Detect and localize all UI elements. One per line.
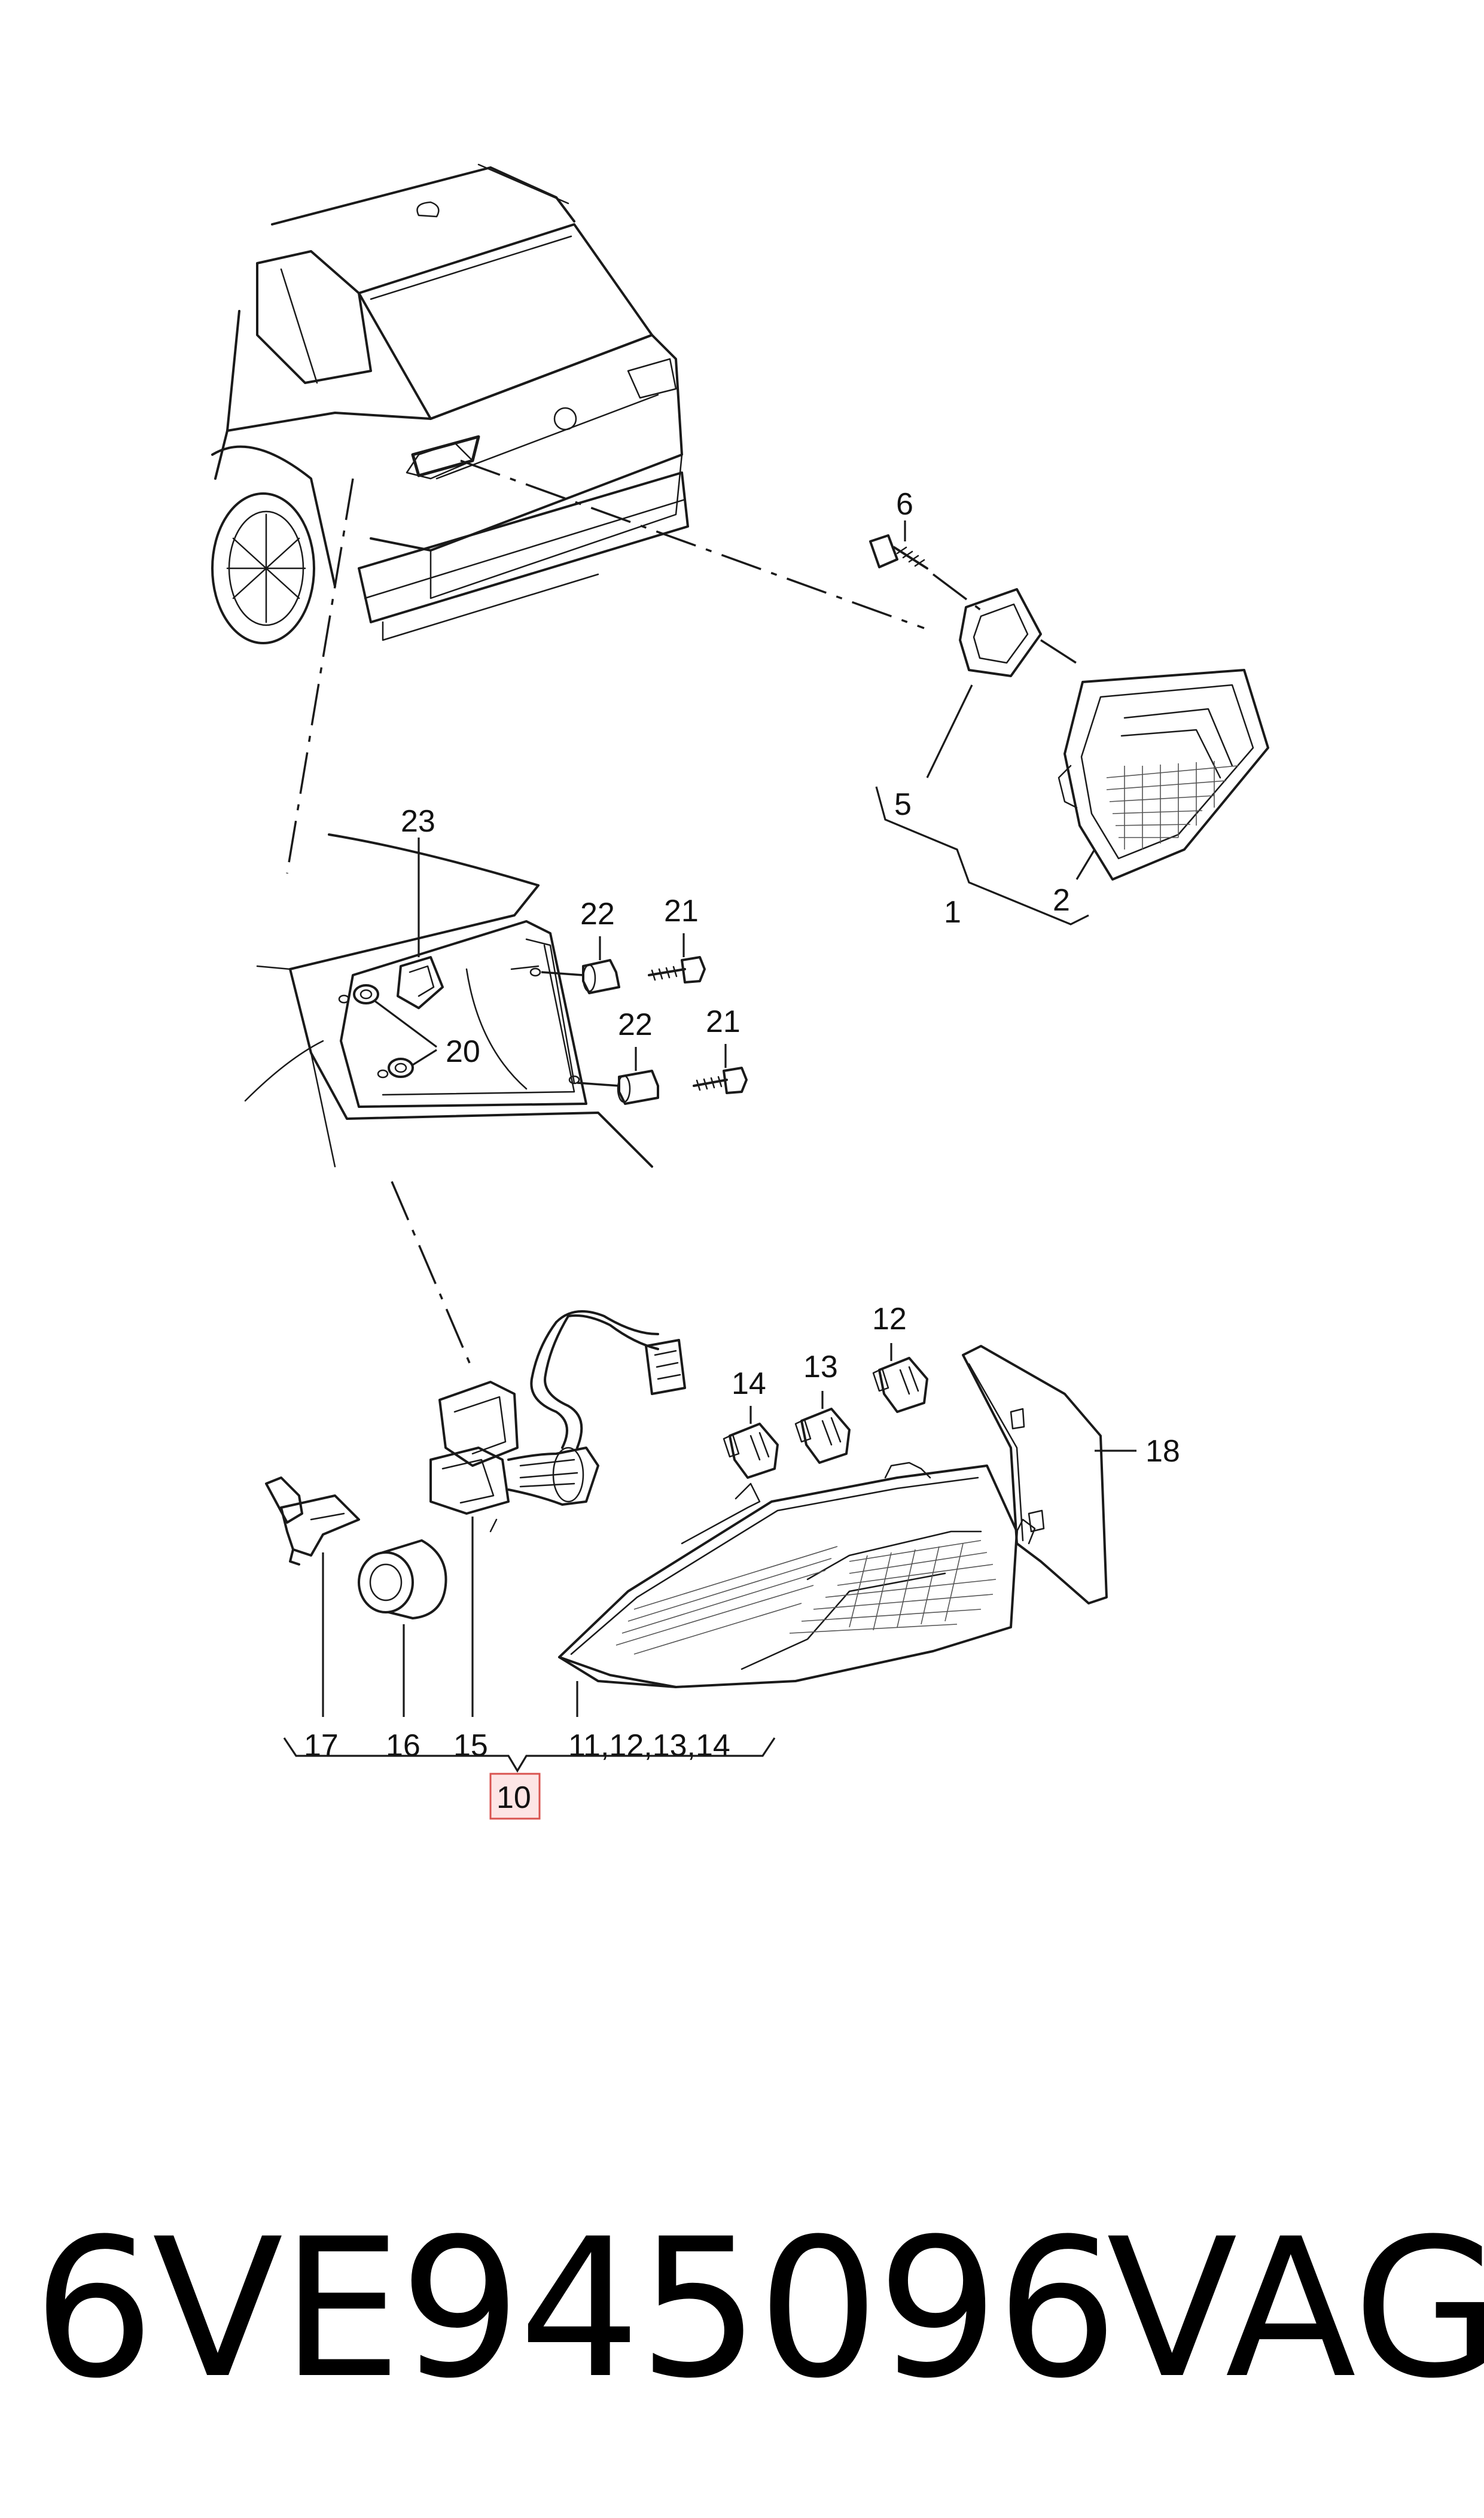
- bracket-1: [875, 786, 1089, 925]
- callout-17: 17: [304, 1728, 339, 1763]
- callout-12: 12: [872, 1302, 907, 1336]
- callout-1: 1: [944, 895, 961, 930]
- callout-21-upper: 21: [664, 894, 699, 928]
- callout-5: 5: [894, 787, 912, 822]
- callout-18: 18: [1145, 1434, 1180, 1469]
- callout-21-lower: 21: [706, 1004, 741, 1039]
- part-2-inner-tail-light: 2: [1053, 669, 1269, 918]
- part-20-nuts: 20: [353, 984, 480, 1078]
- part-17-holder: 17: [265, 1476, 360, 1763]
- part-14-bulb: 14: [723, 1366, 779, 1479]
- part-6-screw: 6: [869, 487, 928, 570]
- callout-6: 6: [896, 487, 913, 522]
- vehicle-rear-illustration: [211, 163, 689, 644]
- callout-11-12-13-14: 11,12,13,14: [568, 1728, 730, 1763]
- callout-15: 15: [453, 1728, 488, 1763]
- brand-name: VAG: [1107, 2198, 1484, 2420]
- callout-13: 13: [803, 1350, 838, 1384]
- callout-23: 23: [401, 804, 435, 839]
- part-16-cap: 16: [358, 1539, 447, 1763]
- body-side-panel: [244, 833, 653, 1168]
- part-18-cover: 18: [962, 1345, 1180, 1604]
- part-22-21-upper: 22 21: [541, 894, 706, 994]
- callout-2: 2: [1053, 883, 1070, 918]
- callout-14: 14: [732, 1366, 766, 1401]
- callout-16: 16: [386, 1728, 420, 1763]
- part-11-outer-tail-light: 11,12,13,14: [558, 1462, 1036, 1763]
- part-13-bulb: 13: [794, 1350, 851, 1464]
- part-12-bulb: 12: [872, 1302, 928, 1413]
- part-15-wiring-harness: 15: [429, 1310, 686, 1763]
- part-23-clip: 23: [397, 804, 444, 1009]
- part-5-gasket: 5: [894, 588, 1083, 822]
- callout-22-upper: 22: [580, 897, 615, 931]
- part-number: 6VE945096: [33, 2198, 1118, 2420]
- bracket-10: [283, 1737, 776, 1773]
- highlighted-callout-box: [489, 1773, 541, 1820]
- callout-10: 10: [496, 1780, 531, 1815]
- callout-22-lower: 22: [618, 1007, 653, 1042]
- part-22-21-lower: 22 21: [577, 1004, 748, 1105]
- callout-20: 20: [446, 1034, 480, 1069]
